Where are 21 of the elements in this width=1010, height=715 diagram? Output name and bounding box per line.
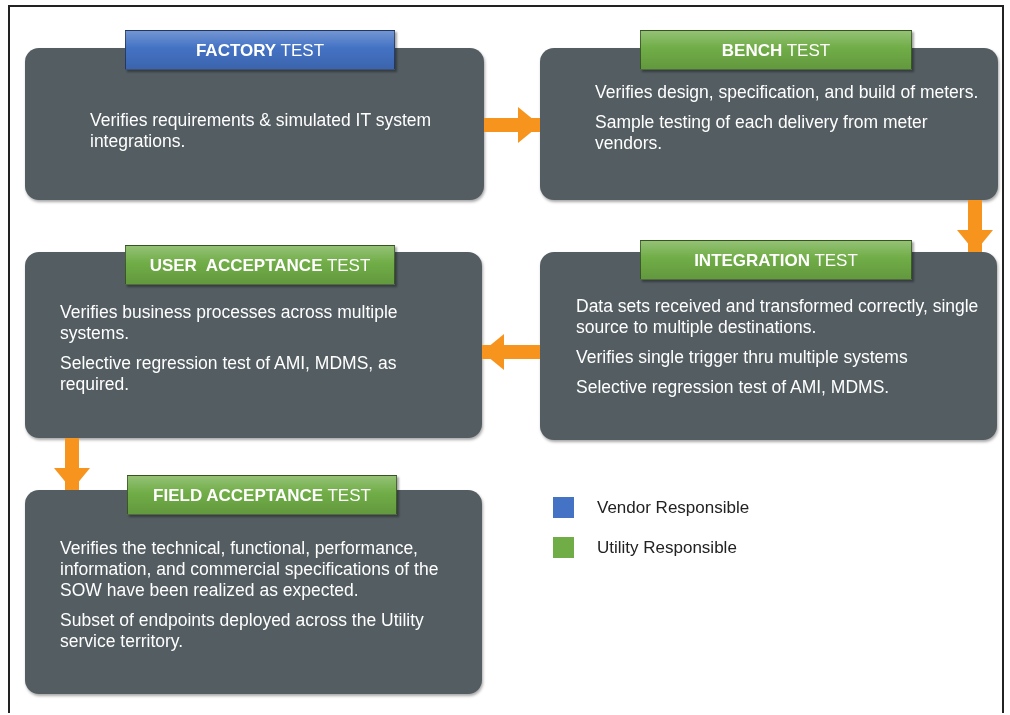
description-text: Verifies business processes across multiple systems. xyxy=(60,302,399,344)
description-text: Subset of endpoints deployed across the Utility service territory. xyxy=(60,610,425,652)
heading-tab: FIELD ACCEPTANCE TEST xyxy=(127,475,397,515)
legend-label: Vendor Responsible xyxy=(597,497,750,518)
heading-tab: INTEGRATION TEST xyxy=(640,240,912,280)
heading-tab: FACTORY TEST xyxy=(125,30,395,70)
description-text: Selective regression test of AMI, MDMS, as required. xyxy=(60,353,398,395)
description-text: Verifies single trigger thru multiple systems xyxy=(576,347,909,368)
description-text: Verifies requirements & simulated IT system integrations. xyxy=(90,110,433,152)
arrow xyxy=(482,334,540,370)
description-text: Sample testing of each delivery from meter vendors. xyxy=(595,112,929,154)
heading-tab: BENCH TEST xyxy=(640,30,912,70)
description-text: Data sets received and transformed correctly, single source to multiple destinations. xyxy=(576,296,980,338)
arrow xyxy=(484,107,540,143)
heading-tab: USER ACCEPTANCE TEST xyxy=(125,245,395,285)
description-text: Verifies the technical, functional, performance, information, and commercial specifications of the SOW have been realized as expected. xyxy=(60,538,440,601)
description-text: Selective regression test of AMI, MDMS. xyxy=(576,377,891,398)
description-text: Verifies design, specification, and build of meters. xyxy=(595,82,980,103)
arrow xyxy=(54,438,90,490)
legend-label: Utility Responsible xyxy=(597,537,737,558)
arrow xyxy=(957,200,993,252)
